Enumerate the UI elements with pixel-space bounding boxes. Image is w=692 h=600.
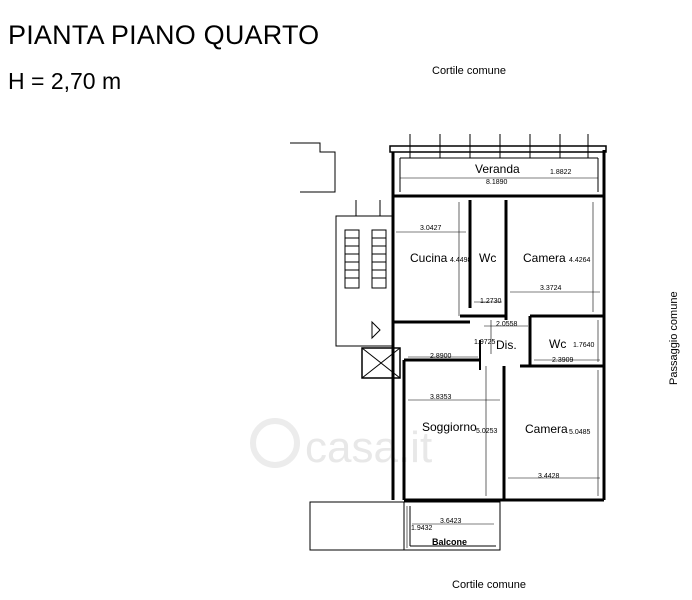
dimension-label: 2.3909 xyxy=(552,357,574,364)
dimension-label: 3.6423 xyxy=(440,518,462,525)
entrance-door-icon xyxy=(371,320,381,340)
dimension-label: 8.1890 xyxy=(486,179,508,186)
dimension-label: 1.7640 xyxy=(573,342,595,349)
courtyard-bottom-label: Cortile comune xyxy=(452,579,526,591)
dimension-label: 4.4498 xyxy=(450,257,472,264)
dimension-label: 3.8353 xyxy=(430,394,452,401)
dimension-label: 2.8900 xyxy=(430,353,452,360)
watermark-logo-icon xyxy=(250,418,300,468)
watermark-text: casa.it xyxy=(305,423,432,472)
plan-title: PIANTA PIANO QUARTO xyxy=(8,20,320,50)
room-label-camera: Camera xyxy=(523,251,566,265)
stair-flight xyxy=(371,229,387,289)
dimension-label: 1.8822 xyxy=(550,169,572,176)
dimension-label: 5.0485 xyxy=(569,429,591,436)
room-label-soggiorno: Soggiorno xyxy=(422,420,477,434)
room-label-veranda: Veranda xyxy=(475,162,520,176)
room-label-camera: Camera xyxy=(525,422,568,436)
dimension-label: 2.0558 xyxy=(496,321,518,328)
exterior-wall-top xyxy=(389,145,607,153)
neighbor-wall xyxy=(290,142,336,193)
dimension-label: 3.0427 xyxy=(420,225,442,232)
elevator-shaft xyxy=(361,347,401,379)
room-label-cucina: Cucina xyxy=(410,251,448,265)
dimension-label: 5.0253 xyxy=(476,428,498,435)
dimension-label: 4.4264 xyxy=(569,257,591,264)
stair-flight xyxy=(344,229,360,289)
ceiling-height: H = 2,70 m xyxy=(8,68,122,94)
room-label-wc: Wc xyxy=(479,251,496,265)
courtyard-top-label: Cortile comune xyxy=(432,65,506,77)
dimension-label: 1.2730 xyxy=(480,298,502,305)
dimension-label: 1.9432 xyxy=(411,525,433,532)
dimension-label: 3.3724 xyxy=(540,285,562,292)
dimension-label: 3.4428 xyxy=(538,473,560,480)
watermark: casa.it xyxy=(250,418,432,472)
balcony-outline xyxy=(309,501,501,551)
room-label-wc: Wc xyxy=(549,337,566,351)
room-label-dis: Dis. xyxy=(496,338,517,352)
room-label-balcone: Balcone xyxy=(432,537,467,547)
dimension-label: 1.9725 xyxy=(474,339,496,346)
stairwell xyxy=(335,215,393,347)
